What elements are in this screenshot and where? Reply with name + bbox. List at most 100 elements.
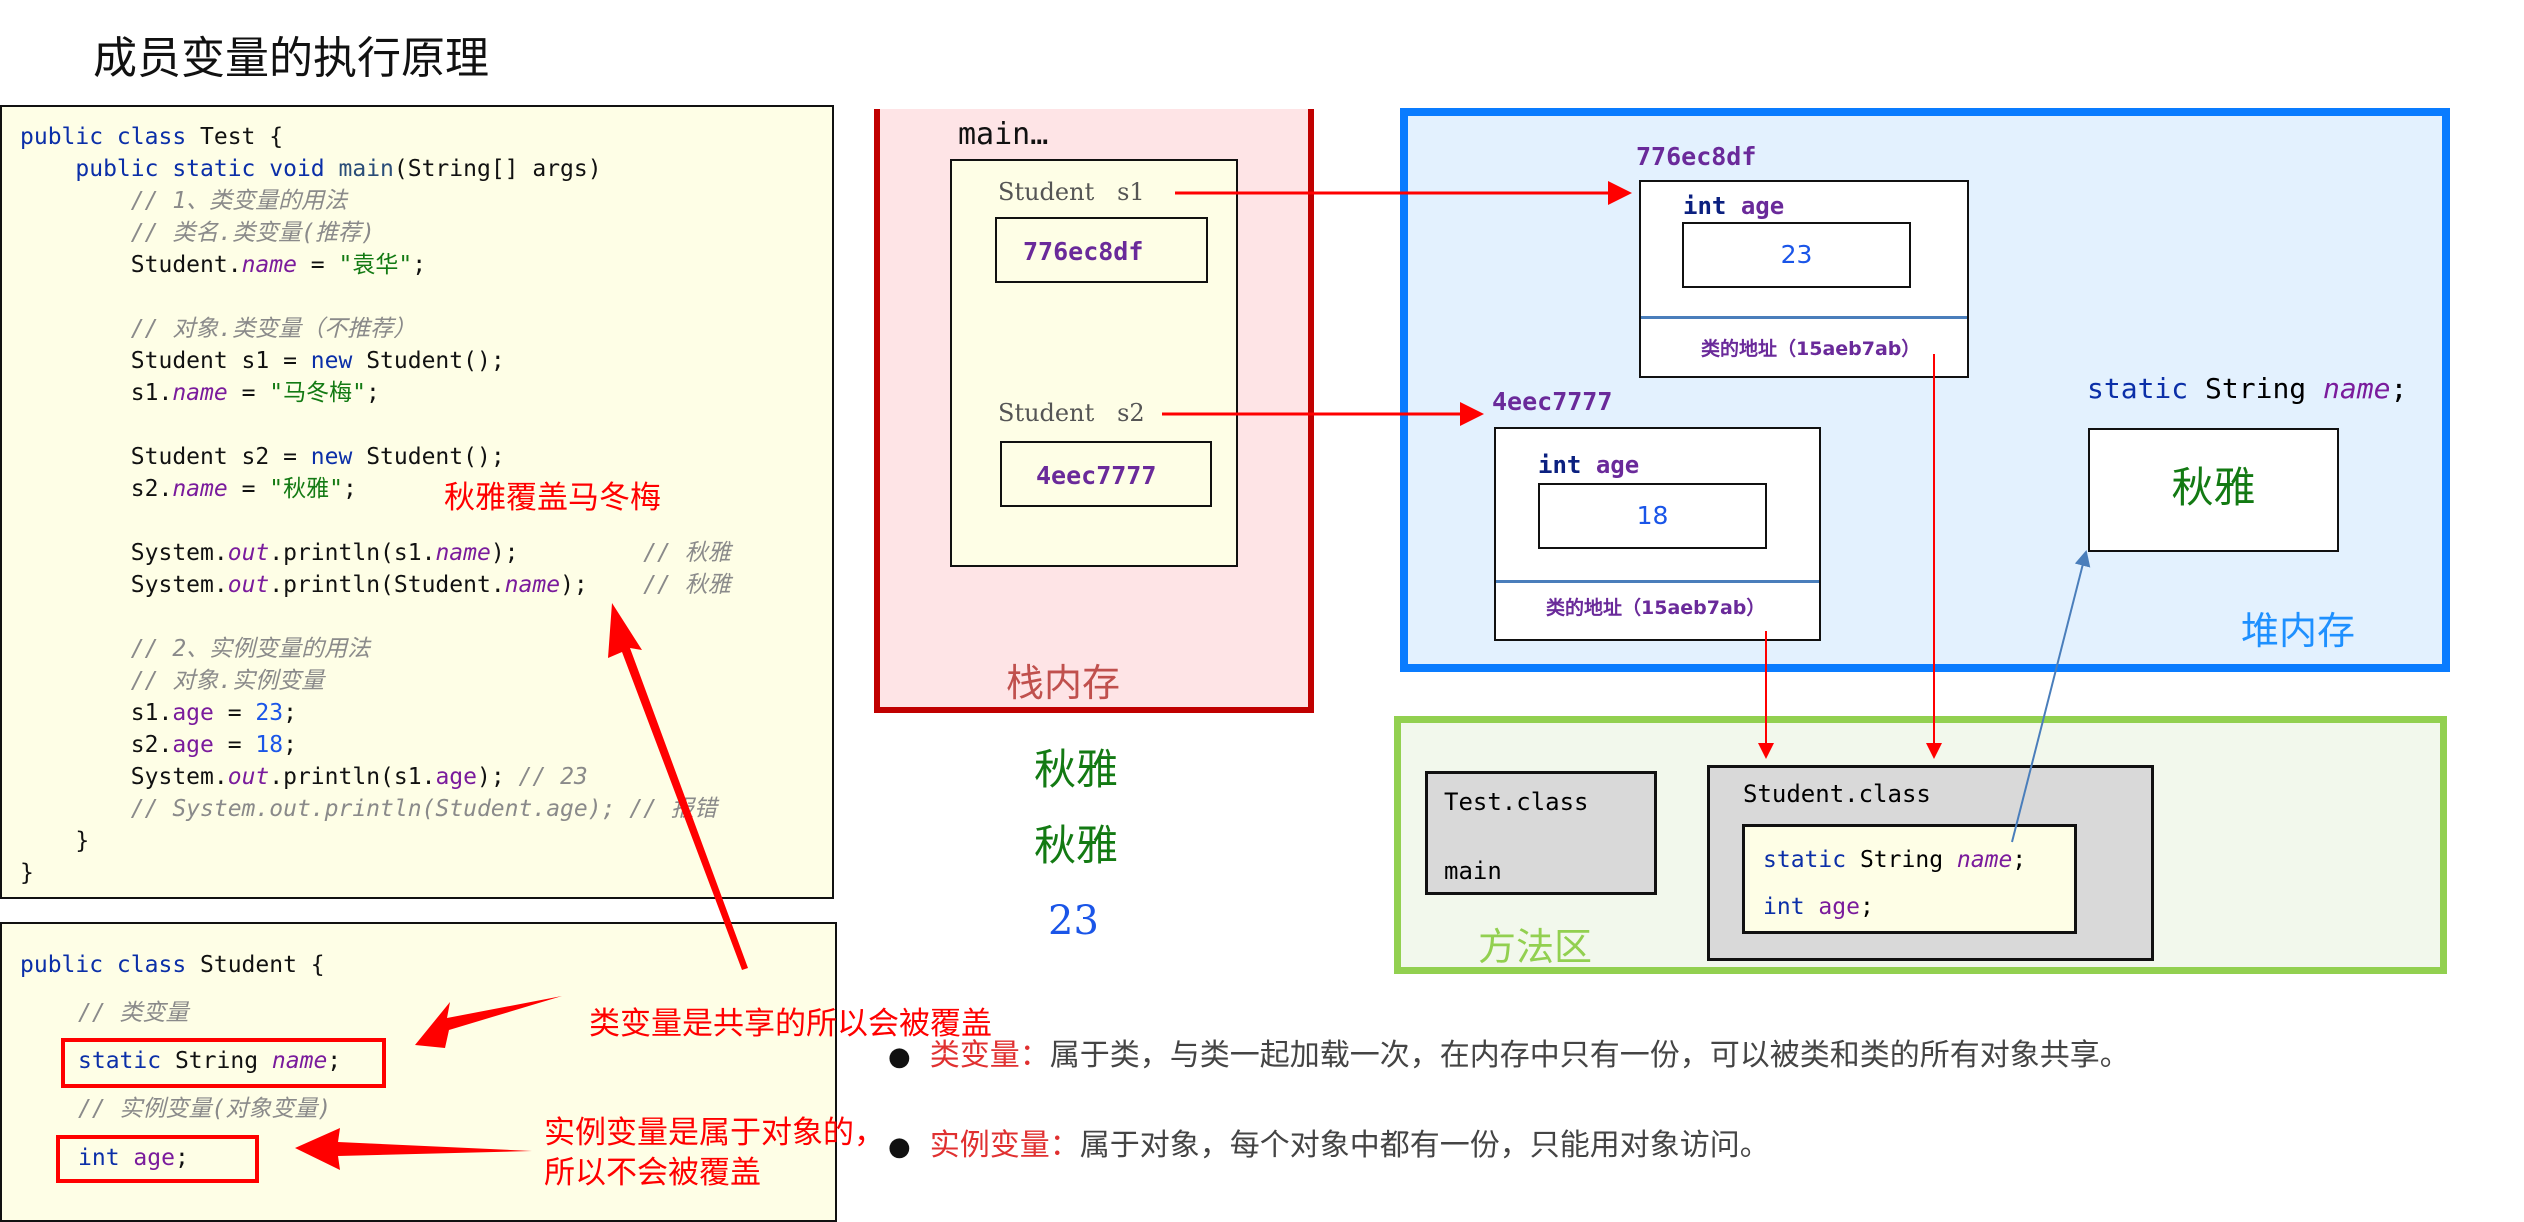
heap-memory-label: 堆内存 bbox=[2241, 609, 2356, 653]
code-token: // System.out.println(Student.age); // 报… bbox=[20, 796, 717, 822]
code-line: public class Test { bbox=[20, 121, 731, 153]
code-token: s1. bbox=[20, 380, 173, 406]
int-age-declaration: int age; bbox=[78, 1142, 189, 1174]
code-line: s2.age = 18; bbox=[20, 729, 731, 761]
code-token: out bbox=[227, 572, 270, 598]
instance-variable-comment: // 实例变量(对象变量) bbox=[78, 1096, 332, 1122]
code-token: age bbox=[172, 732, 214, 758]
code-token: main bbox=[338, 156, 394, 182]
student-class-box: Student.class static String name; int ag… bbox=[1707, 765, 2154, 961]
code-line: System.out.println(Student.name); // 秋雅 bbox=[20, 569, 731, 601]
semicolon: ; bbox=[2012, 847, 2027, 873]
semicolon: ; bbox=[327, 1048, 342, 1074]
code-token: s1. bbox=[20, 700, 173, 726]
int-age-member: int age; bbox=[1763, 894, 1874, 920]
instance-annotation-line1: 实例变量是属于对象的， bbox=[544, 1115, 885, 1151]
semicolon: ; bbox=[1859, 894, 1874, 920]
code-token: ; bbox=[342, 476, 357, 502]
code-line: Student s2 = new Student(); bbox=[20, 441, 731, 473]
code-token: Student(); bbox=[352, 444, 505, 470]
age-field: age bbox=[1818, 894, 1860, 920]
code-token: System. bbox=[20, 572, 228, 598]
code-token: name bbox=[241, 252, 297, 278]
code-token: .println(Student. bbox=[269, 572, 505, 598]
code-token: name bbox=[504, 572, 561, 598]
output-line-3: 23 bbox=[1048, 898, 1099, 944]
bullet-dot: ● bbox=[888, 1042, 911, 1072]
static-name-declaration: static String name; bbox=[78, 1045, 341, 1077]
int-keyword: int bbox=[1538, 451, 1582, 479]
age-value: 23 bbox=[1780, 240, 1813, 269]
code-line: // 对象.实例变量 bbox=[20, 665, 731, 697]
code-token: } bbox=[20, 860, 34, 886]
student-class-members: static String name; int age; bbox=[1742, 824, 2077, 934]
age-value-box: 23 bbox=[1682, 222, 1911, 288]
divider bbox=[1641, 316, 1967, 319]
code-line: // 类名.类变量(推荐) bbox=[20, 217, 731, 249]
code-token: = bbox=[213, 700, 256, 726]
age-field: age bbox=[133, 1145, 175, 1171]
bullet-dot: ● bbox=[888, 1132, 911, 1162]
code-token: Student s1 = bbox=[20, 348, 311, 374]
main-method-label: main bbox=[1444, 857, 1502, 885]
code-line: } bbox=[20, 825, 731, 857]
test-class-label: Test.class bbox=[1444, 788, 1589, 816]
student-class-label: Student.class bbox=[1743, 780, 1931, 808]
var-s2-label: Student s2 bbox=[998, 399, 1145, 427]
var-s1-label: Student s1 bbox=[998, 178, 1145, 206]
shared-pointer-arrow bbox=[415, 996, 562, 1048]
int-keyword: int bbox=[78, 1145, 120, 1171]
code-token: public class bbox=[20, 124, 201, 150]
object2-address: 4eec7777 bbox=[1492, 387, 1613, 416]
shared-annotation: 类变量是共享的所以会被覆盖 bbox=[589, 1006, 992, 1042]
code-token: // 对象.实例变量 bbox=[20, 668, 325, 694]
age-field: age bbox=[1740, 192, 1785, 220]
static-name-value-box: 秋雅 bbox=[2088, 428, 2339, 552]
output-line-1: 秋雅 bbox=[1034, 745, 1119, 794]
bullet-instance-variable: ● 实例变量：属于对象，每个对象中都有一份，只能用对象访问。 bbox=[888, 1120, 1770, 1164]
static-keyword: static bbox=[2087, 372, 2189, 405]
code-token: Student(); bbox=[352, 348, 505, 374]
static-keyword: static bbox=[78, 1048, 162, 1074]
age-value: 18 bbox=[1636, 501, 1669, 530]
code-token: out bbox=[227, 764, 270, 790]
code-token: age bbox=[435, 764, 477, 790]
code-token: 18 bbox=[255, 732, 284, 758]
code-token: ); bbox=[560, 572, 644, 598]
code-token: // 秋雅 bbox=[643, 540, 731, 566]
class-variable-comment: // 类变量 bbox=[78, 1000, 189, 1026]
semicolon: ; bbox=[174, 1145, 189, 1171]
field-label: int age bbox=[1683, 192, 1784, 220]
code-token: s2. bbox=[20, 476, 173, 502]
code-token: } bbox=[20, 828, 90, 854]
static-highlight-box bbox=[61, 1038, 386, 1088]
code-token: out bbox=[227, 540, 270, 566]
var-type: Student bbox=[998, 399, 1095, 427]
code-token: System. bbox=[20, 540, 228, 566]
var-name: s1 bbox=[1117, 178, 1145, 206]
var-s1-value: 776ec8df bbox=[995, 217, 1208, 283]
var-type: Student bbox=[998, 178, 1095, 206]
code-token: age bbox=[172, 700, 214, 726]
code-token: "秋雅" bbox=[269, 476, 343, 502]
method-area-label: 方法区 bbox=[1478, 925, 1593, 969]
code-token: 23 bbox=[255, 700, 284, 726]
static-name-declaration: static String name; bbox=[2087, 372, 2407, 405]
code-line: Student.name = "袁华"; bbox=[20, 249, 731, 281]
int-keyword: int bbox=[1683, 192, 1727, 220]
test-code-box: public class Test { public static void m… bbox=[0, 105, 834, 899]
output-line-2: 秋雅 bbox=[1034, 821, 1119, 870]
code-token: ; bbox=[365, 380, 380, 406]
code-token: Student. bbox=[20, 252, 242, 278]
var-name: s2 bbox=[1117, 399, 1145, 427]
code-token: Student { bbox=[200, 952, 325, 978]
override-pointer-arrow bbox=[608, 603, 748, 970]
code-token: name bbox=[435, 540, 491, 566]
main-frame-label: main… bbox=[958, 117, 1049, 152]
code-token: .println(s1. bbox=[269, 764, 436, 790]
instance-annotation-line2: 所以不会被覆盖 bbox=[544, 1155, 761, 1191]
object1-address: 776ec8df bbox=[1636, 142, 1757, 171]
code-token: public static void bbox=[20, 156, 339, 182]
code-token: = bbox=[227, 476, 270, 502]
